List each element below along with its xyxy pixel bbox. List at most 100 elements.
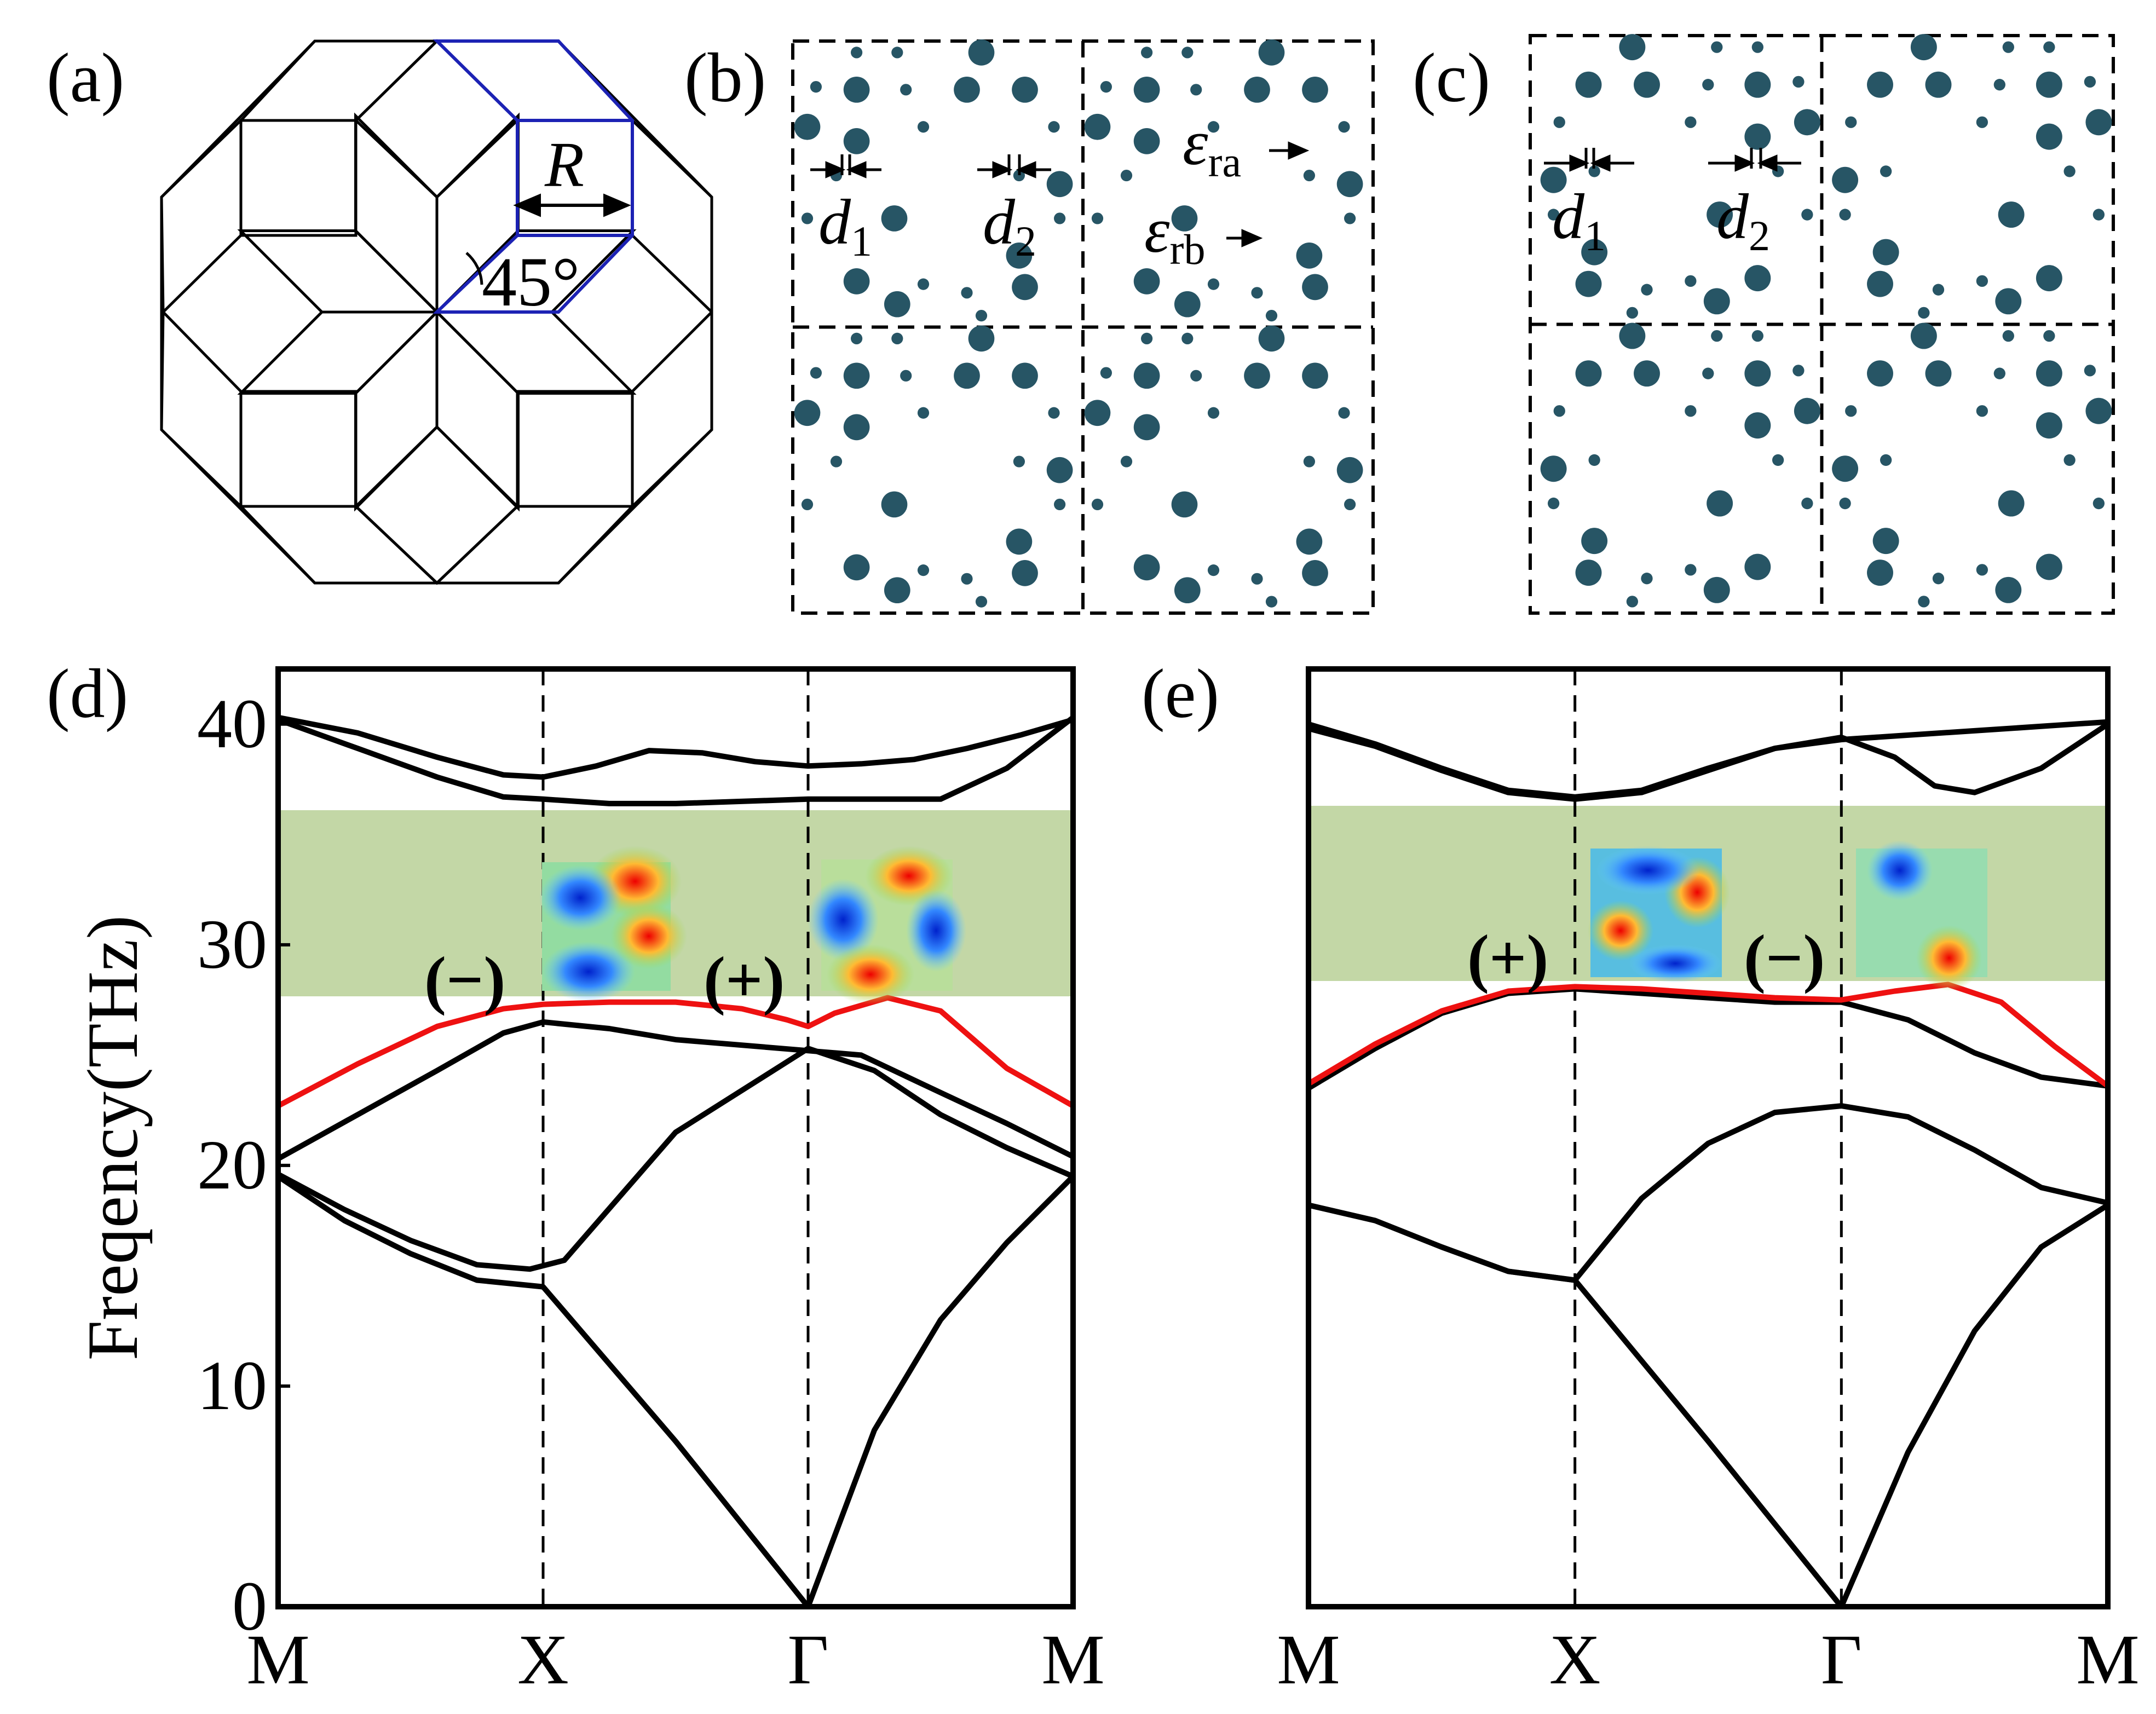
ring-tile [239, 119, 358, 237]
dielectric-rod [1048, 407, 1060, 419]
dielectric-rod [2002, 41, 2014, 53]
ring-tile [239, 390, 358, 508]
dielectric-rod [917, 564, 930, 576]
x-tick-label: M [1041, 1620, 1105, 1699]
dielectric-rod [1619, 322, 1646, 349]
dielectric-rod [1839, 209, 1851, 221]
dielectric-rod [1006, 528, 1033, 555]
dielectric-rod [1867, 360, 1893, 387]
field-inset-d-left [539, 846, 687, 1002]
x-tick-label: X [517, 1620, 569, 1699]
dielectric-rod [1707, 490, 1733, 517]
dielectric-rod [1265, 310, 1278, 322]
dielectric-rod [1336, 457, 1363, 483]
dielectric-rod [1801, 209, 1813, 221]
dielectric-rod [1872, 239, 1899, 266]
dielectric-rod [961, 573, 973, 585]
dielectric-rod [1207, 278, 1220, 290]
rhombus-tile [354, 308, 439, 512]
dielectric-rod [1703, 288, 1730, 315]
dielectric-rod [1751, 41, 1764, 53]
dielectric-rod [851, 332, 863, 345]
d1-arrows-c [1544, 148, 1634, 172]
dielectric-rod [1702, 367, 1714, 379]
d1-label: d1 [818, 186, 872, 265]
dielectric-rod [954, 362, 980, 389]
band-line [276, 1019, 1075, 1162]
ring-tile [160, 117, 243, 315]
x-tick-label: Γ [1821, 1620, 1862, 1699]
dielectric-rod [1012, 362, 1038, 389]
dielectric-rod [1634, 360, 1660, 387]
panel-e-label: (e) [1142, 655, 1219, 732]
dielectric-rod [2084, 76, 2096, 88]
dielectric-rod [1302, 560, 1328, 586]
tiling-highlight [433, 39, 634, 314]
y-tick-label: 30 [197, 905, 267, 983]
dielectric-rod [1336, 171, 1363, 198]
dielectric-rod [917, 121, 930, 133]
dielectric-rod [843, 128, 870, 154]
dielectric-rod [1794, 109, 1820, 136]
dielectric-rod [1792, 365, 1805, 377]
parity-label-e-left: (+) [1467, 921, 1548, 994]
dielectric-rod [975, 596, 988, 608]
dielectric-rod [2036, 71, 2062, 98]
dielectric-rod [975, 310, 988, 322]
panel-a-label: (a) [47, 39, 124, 117]
dielectric-rod [954, 76, 980, 103]
panel-a: (a) R 45° [47, 39, 713, 585]
dielectric-rod [1091, 212, 1104, 224]
dielectric-rod [1133, 76, 1160, 103]
dielectric-rod [1581, 528, 1608, 555]
dielectric-rod [1084, 400, 1111, 426]
dielectric-rod [1303, 169, 1315, 182]
dielectric-rod [843, 268, 870, 295]
dielectric-rod [1641, 573, 1653, 585]
ring-tile [238, 505, 441, 585]
dielectric-rod [851, 47, 863, 59]
dielectric-rod [1581, 239, 1608, 266]
dielectric-rod [2085, 109, 2112, 136]
parity-label-d-right: (+) [704, 943, 785, 1016]
highlighted-band [1307, 982, 2109, 1088]
dielectric-rod [1976, 116, 1988, 128]
dielectric-rod [1910, 34, 1937, 61]
ring-tile [354, 425, 520, 585]
dielectric-rod [1932, 284, 1945, 296]
dielectric-rod [881, 205, 908, 232]
dielectric-rod [1133, 414, 1160, 441]
dielectric-rod [1744, 123, 1771, 150]
dielectric-rod [1711, 41, 1723, 53]
dielectric-rod [961, 287, 973, 299]
dielectric-rod [1832, 455, 1859, 482]
dielectric-rod [794, 400, 821, 426]
dielectric-rod [1046, 457, 1073, 483]
dielectric-rod [1012, 76, 1038, 103]
ring-tile [631, 308, 713, 510]
ring-tile [433, 505, 636, 585]
dielectric-rod [1244, 362, 1270, 389]
dielectric-rod [794, 113, 821, 140]
band-line [1307, 986, 2108, 1091]
dielectric-rod [1181, 332, 1194, 345]
dielectric-rod [1575, 360, 1602, 387]
dielectric-rod [1932, 573, 1945, 585]
dielectric-rod [1338, 407, 1350, 419]
dielectric-rod [801, 498, 814, 511]
dielectric-rod [1744, 412, 1771, 439]
dielectric-rod [1867, 71, 1893, 98]
dielectric-rod [2036, 123, 2062, 150]
band-line [276, 1174, 1075, 1609]
dielectric-rod [843, 76, 870, 103]
dielectric-rod [1707, 201, 1733, 228]
dielectric-rod [1171, 205, 1198, 232]
field-inset-e-left [1588, 846, 1730, 983]
dielectric-rod [1344, 212, 1356, 224]
highlighted-cell [433, 39, 634, 314]
dielectric-rod [2063, 165, 2076, 177]
dielectric-rod [2036, 553, 2062, 580]
